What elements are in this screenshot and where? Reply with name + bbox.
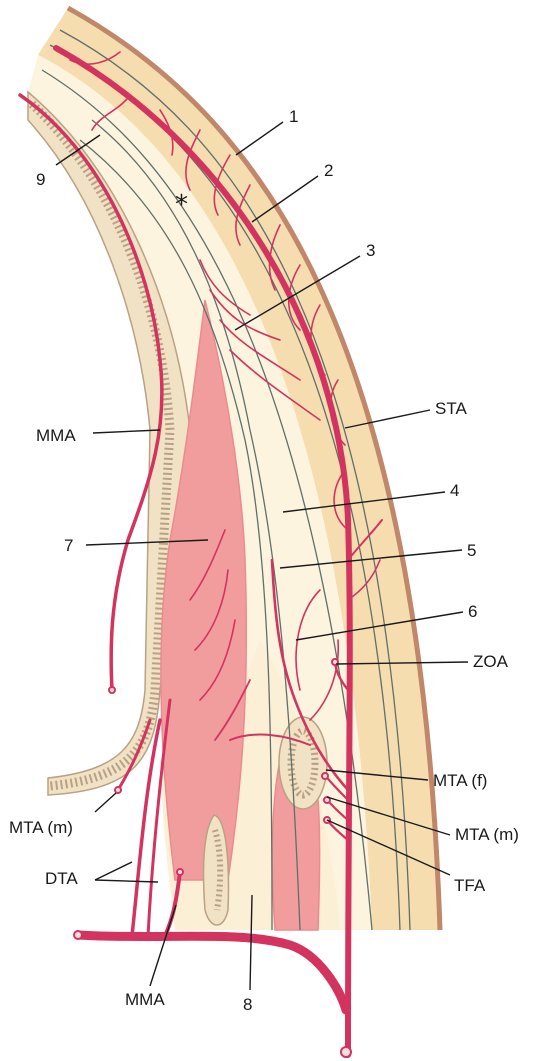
label-zoa: ZOA	[473, 652, 509, 671]
label-2: 2	[324, 161, 333, 180]
maxillary-artery	[78, 935, 346, 1010]
label-mta-m-left: MTA (m)	[9, 818, 73, 837]
label-4: 4	[450, 481, 459, 500]
label-dta: DTA	[45, 869, 78, 888]
label-mta-f: MTA (f)	[433, 771, 487, 790]
label-6: 6	[468, 602, 477, 621]
label-mta-m-right: MTA (m)	[455, 825, 519, 844]
label-mma-lower: MMA	[125, 990, 165, 1009]
label-9: 9	[36, 170, 45, 189]
label-1: 1	[289, 107, 298, 126]
label-mma-upper: MMA	[36, 426, 76, 445]
label-5: 5	[467, 541, 476, 560]
label-tfa: TFA	[454, 876, 486, 895]
label-sta: STA	[435, 399, 467, 418]
label-asterisk: *	[175, 190, 188, 220]
label-8: 8	[243, 995, 252, 1014]
label-7: 7	[64, 536, 73, 555]
label-3: 3	[366, 241, 375, 260]
